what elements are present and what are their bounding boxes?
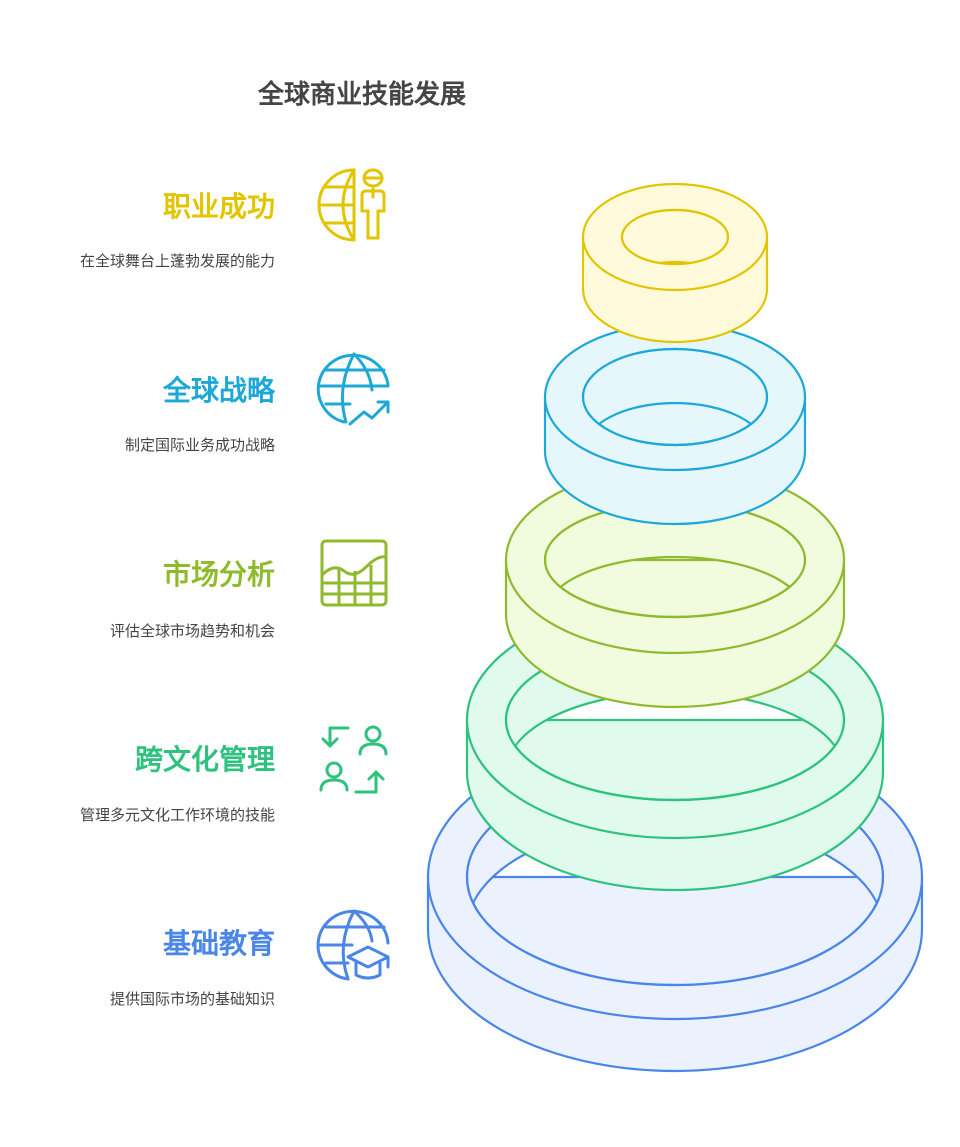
level-heading-career-success: 职业成功 [162,190,275,223]
globe-trend-icon [316,352,390,426]
ring-side [426,875,924,1073]
globe-person-icon [317,168,386,242]
level-description-market-analysis: 评估全球市场趋势和机会 [109,622,275,640]
level-description-basic-education: 提供国际市场的基础知识 [109,990,275,1008]
level-heading-market-analysis: 市场分析 [162,558,275,591]
level-heading-global-strategy: 全球战略 [162,374,275,407]
level-heading-cross-cultural: 跨文化管理 [134,743,275,776]
people-exchange-icon [319,725,388,794]
ring-global-strategy [543,322,807,526]
ring-inner-edge [620,208,730,266]
level-description-career-success: 在全球舞台上蓬勃发展的能力 [79,252,275,270]
page-title: 全球商业技能发展 [258,80,467,110]
globe-graduation-icon [316,909,390,981]
ring-inner-wall [622,210,728,264]
ring-market-analysis [504,465,846,709]
level-description-cross-cultural: 管理多元文化工作环境的技能 [79,806,275,824]
ring-career-success [581,182,769,344]
ring-inner-edge [581,347,769,447]
level-description-global-strategy: 制定国际业务成功战略 [124,436,275,454]
chart-grid-icon [320,539,388,607]
level-heading-basic-education: 基础教育 [162,927,275,960]
